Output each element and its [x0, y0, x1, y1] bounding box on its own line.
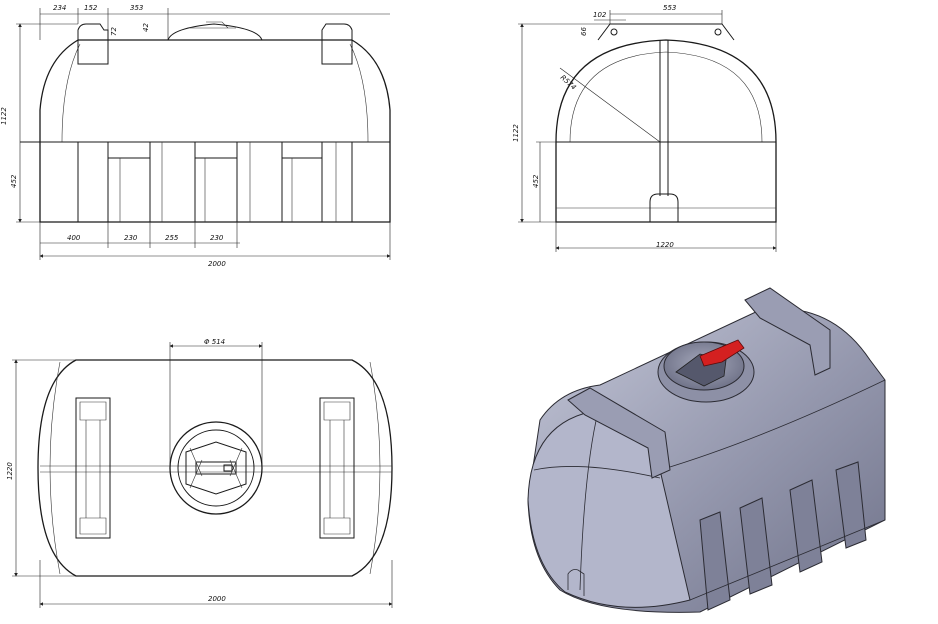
svg-text:102: 102	[593, 11, 607, 19]
top-left-handle	[75, 397, 111, 539]
iso-lid	[657, 339, 755, 403]
side-dimensions: 102 553 66 R574 1122 452 1220	[512, 4, 777, 252]
svg-text:452: 452	[10, 174, 18, 188]
front-lid	[167, 23, 263, 41]
top-dimensions: Φ 514 1220 2000	[6, 338, 393, 608]
top-right-handle	[319, 397, 355, 539]
iso-back-handle	[744, 287, 831, 376]
svg-text:1122: 1122	[0, 107, 8, 125]
top-lid	[169, 421, 263, 515]
svg-text:2000: 2000	[208, 260, 226, 268]
svg-text:230: 230	[210, 234, 224, 242]
svg-text:Φ 514: Φ 514	[204, 338, 225, 346]
svg-text:72: 72	[110, 27, 118, 36]
side-body-outline	[555, 39, 777, 223]
isometric-view	[527, 287, 886, 613]
svg-text:553: 553	[663, 4, 676, 12]
svg-text:452: 452	[532, 174, 540, 188]
svg-text:152: 152	[84, 4, 98, 12]
svg-text:42: 42	[142, 23, 150, 32]
svg-text:400: 400	[67, 234, 81, 242]
svg-text:1220: 1220	[656, 241, 674, 249]
front-body-outline	[39, 39, 391, 223]
iso-red-handle	[699, 339, 745, 367]
svg-text:353: 353	[130, 4, 143, 12]
top-body-outline	[37, 359, 393, 577]
svg-text:1122: 1122	[512, 124, 520, 142]
svg-text:1220: 1220	[6, 462, 14, 480]
svg-text:234: 234	[53, 4, 66, 12]
front-dimensions: 234 152 353 42 72 1122 452 400 230 255 2…	[0, 4, 391, 268]
side-view: 102 553 66 R574 1122 452 1220	[512, 4, 777, 252]
svg-text:66: 66	[580, 27, 588, 36]
svg-text:255: 255	[165, 234, 179, 242]
svg-text:2000: 2000	[208, 595, 226, 603]
front-right-handle	[321, 23, 353, 65]
front-view: 234 152 353 42 72 1122 452 400 230 255 2…	[0, 4, 391, 268]
top-view: Φ 514 1220 2000	[6, 338, 393, 608]
svg-text:230: 230	[124, 234, 138, 242]
front-left-handle	[77, 23, 109, 65]
iso-front-handle	[567, 387, 671, 479]
